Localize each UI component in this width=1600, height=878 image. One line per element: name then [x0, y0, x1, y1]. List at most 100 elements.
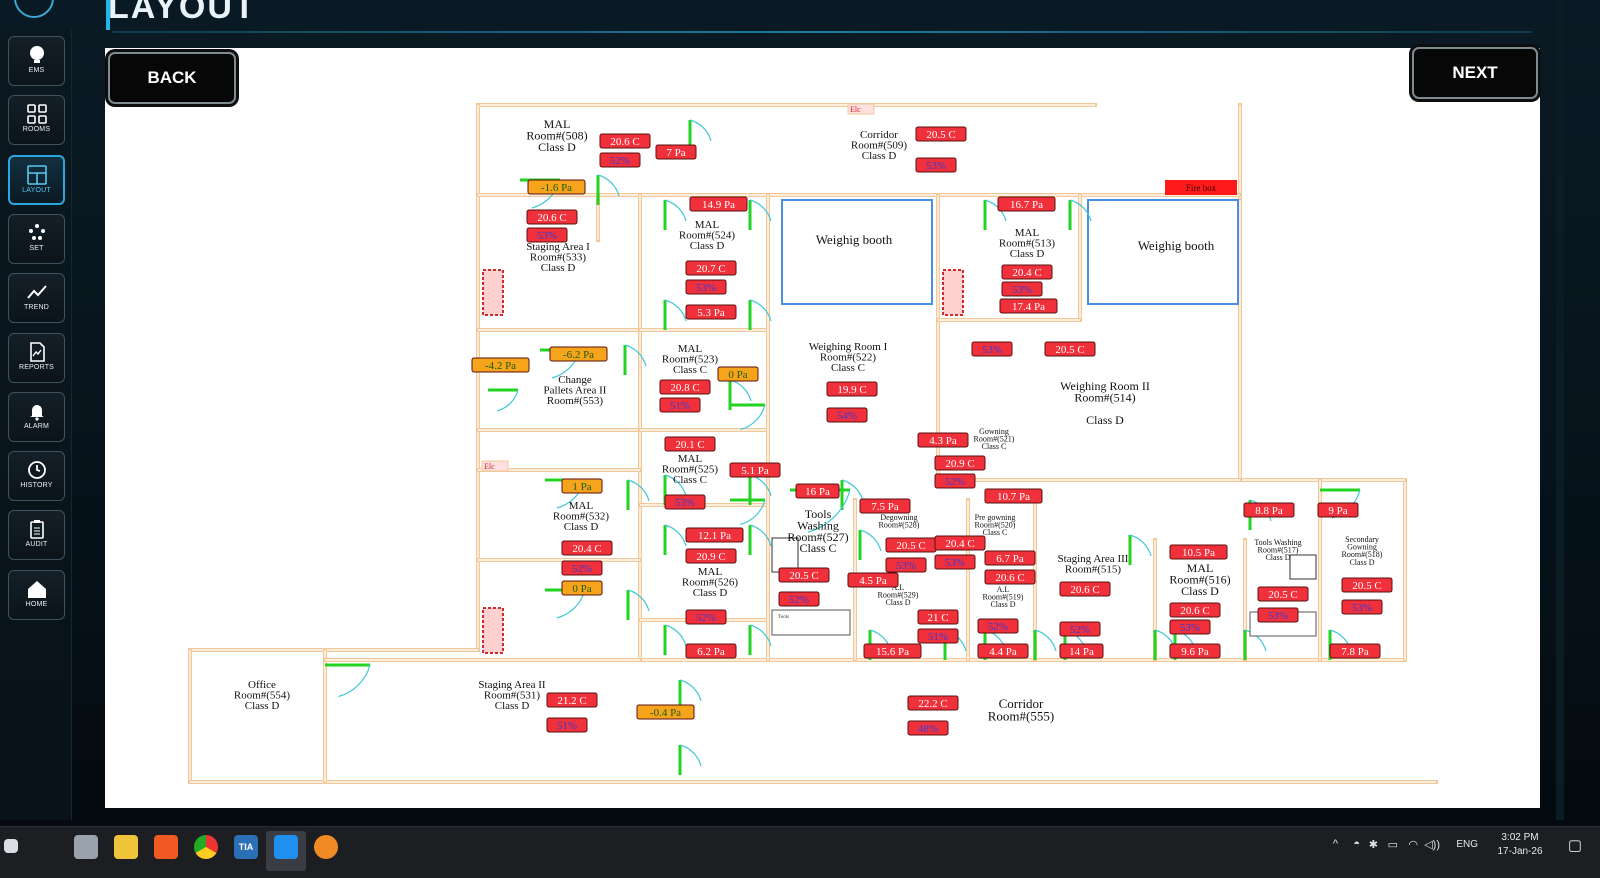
clock[interactable]: 3:02 PM 17-Jan-26 [1490, 831, 1550, 859]
sensor-badge[interactable] [917, 609, 959, 625]
sensor-badge[interactable] [685, 279, 727, 295]
sensor-badge[interactable] [778, 591, 820, 607]
sensor-badge[interactable] [561, 560, 603, 576]
sensor-badge[interactable] [546, 717, 588, 733]
sensor-badge[interactable] [1243, 502, 1295, 518]
nav-home-button[interactable]: HOME [8, 569, 65, 620]
sensor-badge[interactable] [689, 196, 748, 212]
sensor-badge[interactable] [1329, 643, 1381, 659]
sensor-badge[interactable] [685, 548, 737, 564]
sensor-badge[interactable] [685, 527, 744, 543]
battery-icon[interactable]: ▭ [1387, 839, 1398, 851]
sensor-badge[interactable] [915, 126, 967, 142]
volume-icon[interactable]: ◁)) [1424, 839, 1440, 851]
file-explorer-icon[interactable] [114, 835, 138, 859]
sensor-badge[interactable] [599, 133, 651, 149]
sensor-badge[interactable] [977, 643, 1029, 659]
sensor-badge[interactable] [1341, 599, 1383, 615]
sensor-badge[interactable] [664, 494, 706, 510]
sensor-badge[interactable] [826, 407, 868, 423]
tray-chevron-icon[interactable]: ^ [1332, 838, 1338, 850]
database-icon[interactable] [74, 835, 98, 859]
notification-icon[interactable]: ▢ [1567, 837, 1582, 854]
sensor-badge[interactable] [685, 304, 737, 320]
sensor-badge[interactable] [934, 473, 976, 489]
sensor-badge[interactable] [561, 540, 613, 556]
chrome-icon[interactable] [194, 835, 218, 859]
nav-trend-button[interactable]: TREND [8, 273, 65, 324]
sensor-badge[interactable] [859, 498, 911, 514]
tia-portal-icon[interactable]: TIA [234, 835, 258, 859]
sensor-badge[interactable] [1169, 643, 1221, 659]
sensor-badge[interactable] [917, 432, 969, 448]
sensor-badge[interactable] [847, 572, 899, 588]
language-indicator[interactable]: ENG [1456, 839, 1478, 850]
nav-ems-button[interactable]: EMS [8, 36, 65, 86]
network-icon[interactable]: ◓ [1353, 838, 1360, 850]
nav-reports-button[interactable]: REPORTS [8, 332, 65, 383]
sensor-badge[interactable] [997, 196, 1056, 212]
sensor-badge[interactable] [1257, 586, 1309, 602]
wifi-icon[interactable]: ◠ [1408, 839, 1418, 851]
sensor-badge[interactable] [984, 550, 1036, 566]
sensor-badge[interactable] [795, 483, 840, 499]
sensor-badge[interactable] [885, 557, 927, 573]
sensor-badge[interactable] [863, 643, 922, 659]
sensor-badge[interactable] [546, 692, 598, 708]
sensor-badge[interactable] [664, 436, 716, 452]
vlc-icon[interactable] [314, 835, 338, 859]
sensor-badge[interactable] [1001, 264, 1053, 280]
nav-rooms-button[interactable]: ROOMS [8, 95, 65, 146]
sensor-badge[interactable] [1001, 281, 1043, 297]
brave-browser-icon[interactable] [154, 835, 178, 859]
sensor-badge[interactable] [917, 628, 959, 644]
sensor-badge[interactable] [527, 179, 586, 195]
sensor-badge[interactable] [778, 567, 830, 583]
sensor-badge[interactable] [599, 152, 641, 168]
sensor-badge[interactable] [1341, 577, 1393, 593]
sensor-badge[interactable] [717, 366, 759, 382]
nav-layout-button[interactable]: LAYOUT [8, 154, 65, 205]
nav-alarm-button[interactable]: ALARM [8, 391, 65, 442]
sensor-badge[interactable] [526, 209, 578, 225]
sensor-badge[interactable] [977, 618, 1019, 634]
sensor-badge[interactable] [685, 260, 737, 276]
next-button[interactable]: NEXT [1412, 47, 1538, 99]
sensor-badge[interactable] [659, 379, 711, 395]
sensor-badge[interactable] [907, 695, 959, 711]
sensor-badge[interactable] [984, 569, 1036, 585]
sensor-badge[interactable] [561, 478, 603, 494]
back-button[interactable]: BACK [108, 52, 236, 104]
sensor-badge[interactable] [471, 357, 530, 373]
sensor-badge[interactable] [1044, 341, 1096, 357]
sensor-badge[interactable] [1059, 621, 1101, 637]
sensor-badge[interactable] [659, 397, 701, 413]
sensor-badge[interactable] [907, 720, 949, 736]
sensor-badge[interactable] [636, 704, 695, 720]
sensor-badge[interactable] [561, 580, 603, 596]
sensor-badge[interactable] [934, 455, 986, 471]
windows-start-icon[interactable] [4, 839, 18, 853]
teams-icon[interactable] [274, 835, 298, 859]
sensor-badge[interactable] [655, 144, 697, 160]
nav-history-button[interactable]: HISTORY [8, 451, 65, 502]
sensor-badge[interactable] [971, 341, 1013, 357]
sensor-badge[interactable] [934, 554, 976, 570]
sensor-badge[interactable] [549, 346, 608, 362]
sensor-badge[interactable] [1059, 581, 1111, 597]
sensor-badge[interactable] [1169, 544, 1228, 560]
sensor-badge[interactable] [826, 381, 878, 397]
sensor-badge[interactable] [526, 227, 568, 243]
sensor-badge[interactable] [685, 609, 727, 625]
sensor-badge[interactable] [729, 462, 781, 478]
nav-set-button[interactable]: SET [8, 213, 65, 264]
sensor-badge[interactable] [1317, 502, 1359, 518]
sensor-badge[interactable] [1169, 602, 1221, 618]
nav-audit-button[interactable]: AUDIT [8, 510, 65, 561]
sensor-badge[interactable] [1169, 619, 1211, 635]
sensor-badge[interactable] [1059, 643, 1104, 659]
sensor-badge[interactable] [934, 535, 986, 551]
sensor-badge[interactable] [1257, 607, 1299, 623]
sensor-badge[interactable] [685, 643, 737, 659]
sensor-badge[interactable] [999, 298, 1058, 314]
